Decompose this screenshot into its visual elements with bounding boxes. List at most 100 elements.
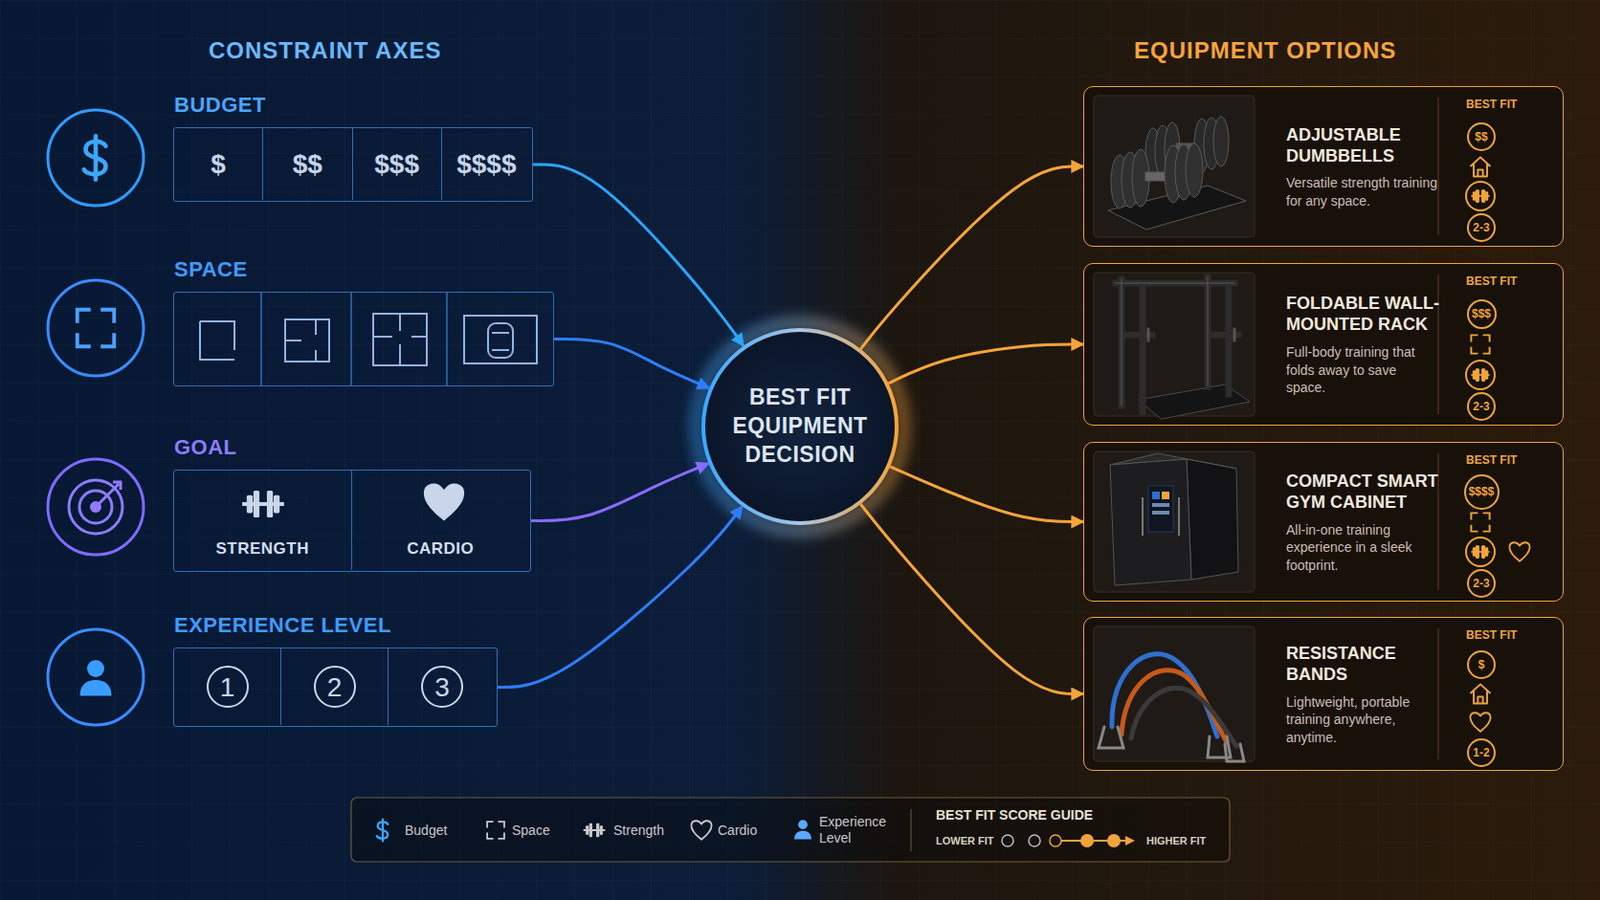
equipment-card: ADJUSTABLE DUMBBELLS Versatile strength t… [1083,86,1564,247]
goal-label: STRENGTH [216,539,311,559]
flow-connector [533,164,744,347]
axis-icons [84,135,107,180]
legend-label: Strength [613,822,665,840]
card-backs [1083,442,1564,602]
goal-label: CARDIO [406,539,474,559]
equipment-card: COMPACT SMART GYM CABINETAll-in-one trai… [1083,442,1564,602]
fit-badge: 1-2 [1466,738,1496,768]
space-cells [285,319,330,362]
card-title: ADJUSTABLE DUMBBELLS [1286,125,1447,168]
fit-icons [1509,542,1530,562]
axis-icons [47,110,144,206]
equipment-card: FOLDABLE WALL-MOUNTED RACKFull-body trai… [1083,263,1564,426]
group-heading: SPACE [174,257,248,283]
flow-connector [888,344,1084,384]
legend-frame [351,798,1230,863]
space-cells [464,315,537,364]
image-panels [1093,626,1255,762]
level-cell: 1 [174,648,282,726]
equipment-card: RESISTANCE BANDSLightweight, portable tr… [1083,617,1564,772]
budget-tier: $$$$ [456,149,516,180]
cabinet-picture [1148,486,1174,533]
score-scale-label: HIGHER FIT [1146,835,1206,847]
legend-frame [1080,834,1094,848]
constraint-group: SPACE [173,291,555,387]
axis-icons [47,280,144,377]
card-description: Full-body training that folds away to sa… [1286,343,1440,397]
fit-badge: $ [1466,650,1496,680]
card-backs [1083,617,1564,772]
goal-icons [242,484,465,522]
level-cell: 2 [281,648,389,726]
axis-icons [80,660,112,697]
level-number: 3 [421,666,464,709]
fit-heading: BEST FIT [1466,97,1517,112]
group-heading: EXPERIENCE LEVEL [174,613,392,639]
legend-frame [583,823,606,839]
budget-cell: $ [174,128,264,200]
legend-frame [690,821,712,841]
axis-icons [47,110,144,726]
fit-badge: $$$$ [1464,474,1500,511]
fit-icons [1469,712,1490,733]
fit-badge: 2-3 [1466,392,1496,422]
budget-cell: $$$ [353,128,443,200]
legend-label: Experience Level [819,814,896,847]
bands-picture [1098,654,1245,762]
card-backs [1083,86,1564,772]
level-cell: 3 [388,648,496,726]
flow-connector [531,464,710,522]
legend-frame [911,809,912,852]
fit-badge-text: $$ [1474,130,1488,144]
bands-picture [1131,688,1237,747]
space-cells [373,313,427,366]
legend-label: Space [511,822,551,840]
fit-icons [1470,334,1489,354]
cabinet-picture [1142,497,1179,536]
fit-badge-text: $$$ [1471,307,1491,321]
fit-icons [1470,156,1491,177]
fit-badge: $$ [1466,122,1496,152]
card-description: Versatile strength training for any spac… [1286,174,1440,210]
legend-label: Cardio [717,822,757,840]
budget-cell: $$$$ [442,128,532,200]
group-heading: GOAL [174,435,238,461]
legend-frame [1125,836,1135,846]
section-heading: EQUIPMENT OPTIONS [1133,37,1397,65]
space-cells [200,321,235,360]
fit-icons [1470,512,1489,532]
cabinet-picture [1161,491,1170,500]
cabinet-picture [1110,453,1239,586]
bands-picture [1098,727,1231,758]
rack-picture [1115,277,1239,412]
space-cells [200,291,537,387]
dumbbells-picture [1111,143,1203,209]
cabinet-picture [1152,511,1170,515]
legend-frame [1001,835,1014,847]
level-number: 1 [206,666,249,709]
fit-heading: BEST FIT [1466,274,1517,289]
legend-frame [487,822,505,840]
constraint-group: EXPERIENCE LEVEL123 [173,647,498,728]
axis-icons [47,629,144,726]
rack-picture [1148,329,1235,341]
dumbbells-picture [1213,116,1229,167]
cabinet-picture [1152,503,1170,508]
hub-ring [703,330,897,524]
section-heading: CONSTRAINT AXES [208,37,442,65]
fit-badge-text: $$$$ [1468,485,1495,499]
fit-icons [1470,190,1489,202]
hub-ring [696,323,904,531]
flow-connector [497,506,742,688]
space-cells [488,323,513,358]
flow-connector [554,339,710,389]
legend-label: Budget [404,822,447,840]
bands-picture [1224,744,1245,762]
goal-cell: CARDIO [352,470,531,571]
legend-frame [794,820,812,840]
fit-heading: BEST FIT [1466,628,1517,643]
flow-connector [889,466,1084,523]
legend-frame [1028,835,1041,847]
